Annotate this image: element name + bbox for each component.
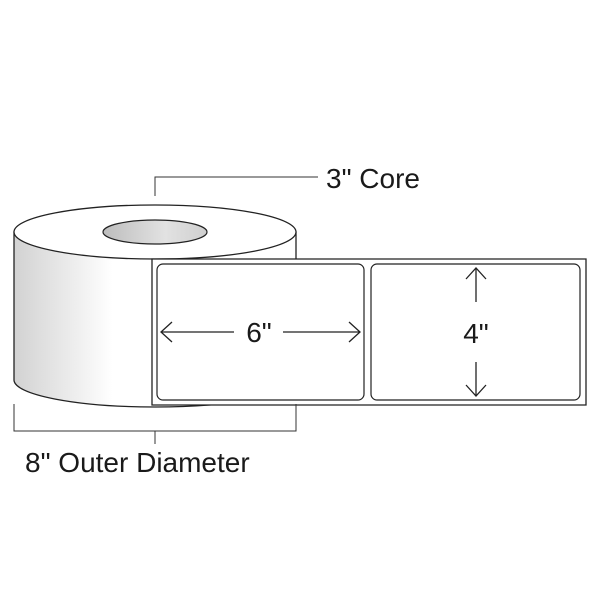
label-width-value: 6" [246, 317, 272, 348]
label-height-value: 4" [463, 318, 489, 349]
core-label: 3" Core [326, 163, 420, 194]
width-arrowhead-left [160, 321, 173, 343]
width-arrowhead-right [348, 321, 361, 343]
core-dimension: 3" Core [154, 163, 420, 196]
outer-diameter-bracket [13, 404, 297, 432]
label-width-dimension: 6" [160, 317, 361, 348]
label-2 [370, 263, 581, 401]
core-leader-line [154, 176, 318, 196]
height-arrowhead-down [465, 384, 487, 397]
outer-diameter-dimension: 8" Outer Diameter [13, 404, 297, 478]
label-1 [156, 263, 365, 401]
roll-core [102, 219, 208, 245]
label-height-dimension: 4" [463, 267, 489, 397]
outer-diameter-label: 8" Outer Diameter [25, 447, 250, 478]
height-arrowhead-up [465, 267, 487, 280]
label-web [151, 258, 587, 406]
